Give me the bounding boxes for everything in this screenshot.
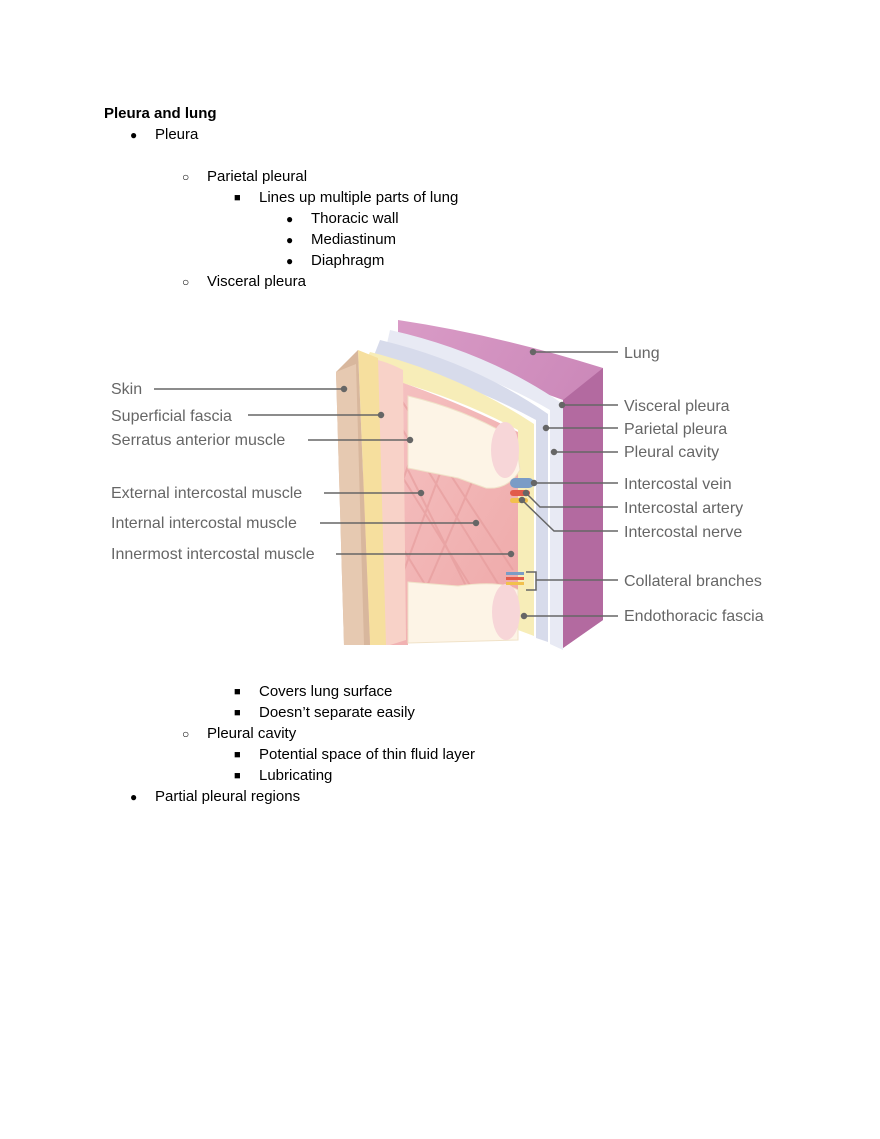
skin-side bbox=[336, 364, 364, 645]
outline-item-potential-space: Potential space of thin fluid layer bbox=[259, 746, 475, 763]
label-intercostal-artery: Intercostal artery bbox=[624, 500, 743, 517]
outline-item-doesnt-separate: Doesn’t separate easily bbox=[259, 704, 415, 721]
bullet-disc: ● bbox=[130, 790, 138, 804]
bullet-disc: ● bbox=[286, 212, 294, 226]
bullet-circle: ○ bbox=[182, 170, 190, 184]
outline-item-lubricating: Lubricating bbox=[259, 767, 333, 784]
outline-item-thoracic-wall: Thoracic wall bbox=[311, 210, 399, 227]
right-leader-lines bbox=[518, 348, 618, 620]
label-pleural-cavity: Pleural cavity bbox=[624, 444, 719, 461]
bullet-square: ■ bbox=[234, 749, 241, 761]
outline-item-parietal-pleural: Parietal pleural bbox=[207, 168, 308, 185]
pleura-anatomy-figure: Skin Superficial fascia Serratus anterio… bbox=[111, 320, 764, 650]
label-external-intercostal: External intercostal muscle bbox=[111, 485, 302, 502]
bullet-square: ■ bbox=[234, 770, 241, 782]
label-superficial-fascia: Superficial fascia bbox=[111, 408, 232, 425]
outline-item-mediastinum: Mediastinum bbox=[311, 231, 397, 248]
outline-item-partial-pleural-regions: Partial pleural regions bbox=[155, 788, 301, 805]
left-leader-lines bbox=[154, 385, 515, 558]
upper-rib-marrow bbox=[491, 422, 519, 478]
intercostal-vein-icon bbox=[510, 478, 534, 488]
bullet-square: ■ bbox=[234, 686, 241, 698]
bullet-circle: ○ bbox=[182, 727, 190, 741]
collateral-branches-icon bbox=[506, 572, 524, 585]
label-internal-intercostal: Internal intercostal muscle bbox=[111, 515, 297, 532]
label-intercostal-vein: Intercostal vein bbox=[624, 476, 732, 493]
outline-item-pleura: Pleura bbox=[155, 126, 199, 143]
lower-rib-marrow bbox=[492, 584, 520, 640]
outline-item-pleural-cavity: Pleural cavity bbox=[207, 725, 297, 742]
bullet-disc: ● bbox=[130, 128, 138, 142]
label-visceral-pleura: Visceral pleura bbox=[624, 398, 730, 415]
bullet-square: ■ bbox=[234, 707, 241, 719]
document-title: Pleura and lung bbox=[104, 105, 217, 122]
label-lung: Lung bbox=[624, 345, 660, 362]
superficial-fascia-layer bbox=[358, 350, 386, 645]
label-skin: Skin bbox=[111, 381, 142, 398]
label-collateral-branches: Collateral branches bbox=[624, 573, 762, 590]
label-intercostal-nerve: Intercostal nerve bbox=[624, 524, 742, 541]
label-parietal-pleura: Parietal pleura bbox=[624, 421, 727, 438]
bullet-disc: ● bbox=[286, 233, 294, 247]
outline-item-covers-lung: Covers lung surface bbox=[259, 683, 393, 700]
bullet-disc: ● bbox=[286, 254, 294, 268]
outline-item-diaphragm: Diaphragm bbox=[311, 252, 385, 269]
outline-item-lines-up: Lines up multiple parts of lung bbox=[259, 189, 459, 206]
label-serratus-anterior: Serratus anterior muscle bbox=[111, 432, 285, 449]
label-innermost-intercostal: Innermost intercostal muscle bbox=[111, 546, 315, 563]
lung-side bbox=[563, 368, 603, 648]
label-endothoracic-fascia: Endothoracic fascia bbox=[624, 608, 764, 625]
bullet-square: ■ bbox=[234, 192, 241, 204]
bullet-circle: ○ bbox=[182, 275, 190, 289]
outline-item-visceral-pleura: Visceral pleura bbox=[207, 273, 306, 290]
